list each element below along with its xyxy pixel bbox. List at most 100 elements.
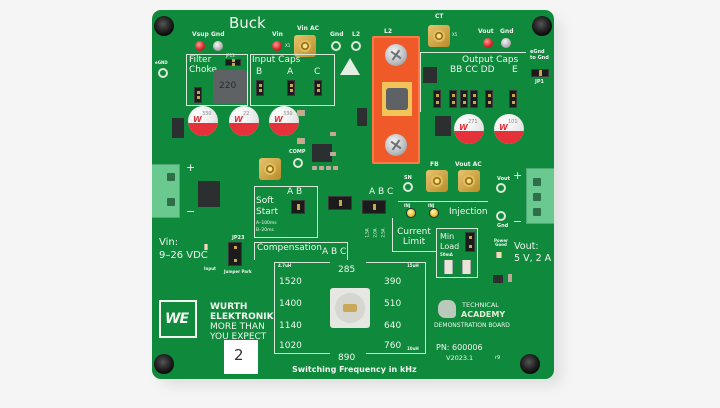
current-limit-jumpers[interactable] [362,200,386,214]
jp4-jumper[interactable] [256,80,264,96]
vin-minus-sign: − [186,205,196,218]
board-revision: r9 [495,355,501,361]
jp14-jumper[interactable] [433,90,441,108]
freq-pos-4: 760 [384,341,402,351]
vsup-testpoint[interactable] [195,41,205,51]
frequency-rotary-switch[interactable] [330,288,370,328]
board-version: V2023.1 [446,354,474,362]
vout-tp[interactable] [496,183,506,193]
vin-testpoint[interactable] [272,41,282,51]
fb-label: FB [430,161,439,168]
compensation-jumpers[interactable] [328,196,352,210]
jp20-jumper[interactable] [485,90,493,108]
academy-line-2: ACADEMY [461,310,506,319]
output-cap-e-letter: E [512,65,518,75]
capacitor-c5: W 330 [269,106,299,136]
vout-terminal-block[interactable] [526,168,554,224]
freq-pos-1: 390 [384,277,402,287]
injection-label: Injection [449,207,488,217]
board-title: Buck [229,14,266,32]
x1-label: X1 [285,43,291,48]
inductance-left: 4.7uH [278,263,292,268]
fb-connector[interactable] [426,170,448,192]
vin-plus-sign: + [186,161,196,174]
cap-value: 22 [243,111,250,117]
min-load-label: Min Load [440,232,460,251]
comp-testpoint[interactable] [293,158,303,168]
egnd-testpoint[interactable] [158,68,168,78]
screw-icon [385,134,407,156]
we-cap-logo: W [274,115,283,124]
freq-pos-5: 890 [338,353,356,363]
smd-resistor [508,274,512,282]
board-number: 2 [234,346,244,364]
board-number-sticker: 2 [224,340,258,374]
input-cap-b-letter: B [256,67,263,77]
smd-cap [297,138,305,144]
smd-resistor [312,166,317,170]
inductance-right-bottom: 10uH [407,346,419,351]
jp13-jumper[interactable] [225,59,241,66]
transistor-q2 [493,275,503,283]
l2-label: L2 [384,28,392,35]
filter-choke-label: Filter Choke [189,55,217,75]
egnd-to-gnd-label: eGnd to Gnd [530,49,549,61]
jp1-jumper[interactable] [531,69,549,77]
gnd-testpoint-3[interactable] [501,38,511,48]
gnd-testpoint-2[interactable] [331,41,341,51]
vout-ac-label: Vout AC [455,161,482,168]
standoff-top-right [532,16,552,36]
cap-value: 271 [468,119,478,125]
freq-pos-9: 1520 [279,277,302,287]
gnd-testpoint-1[interactable] [213,41,223,51]
jp23-label: JP23 [232,235,245,241]
current-value-b: 2.0A [372,228,378,238]
jp15-jumper[interactable] [449,90,457,108]
smd-cap [330,132,336,136]
l2-testpoint[interactable] [351,41,361,51]
vout-tp-label: Vout [497,176,510,182]
sn-testpoint[interactable] [403,182,413,192]
rotary-slot[interactable] [343,304,357,312]
inj-testpoint-1[interactable] [406,208,416,218]
freq-pos-6: 1020 [279,341,302,351]
smd-resistor [319,166,324,170]
gnd-tp-label: Gnd [497,223,509,229]
vout-plus-sign: + [513,169,523,182]
jp25-jumper[interactable] [194,87,202,103]
vin-label: Vin [272,31,283,38]
input-cap-c-letter: C [314,67,321,77]
current-value-c: 2.5A [380,228,386,238]
egnd-label: eGND [155,60,168,65]
soft-start-box [254,186,318,238]
x2-connector[interactable] [259,158,281,180]
ct-connector[interactable] [428,25,450,47]
jp5-jumper[interactable] [287,80,295,96]
filter-choke-box [186,54,248,106]
jp6-jumper[interactable] [314,80,322,96]
jp17-jumper[interactable] [509,90,517,108]
vin-ac-connector[interactable] [294,35,316,57]
jp19-jumper[interactable] [465,232,475,252]
vout-ac-connector[interactable] [458,170,480,192]
jp24-jumper-b[interactable] [470,90,478,108]
vin-spec-value: 9–26 VDC [159,250,208,261]
vout-testpoint[interactable] [483,38,493,48]
cap-value: 330 [202,111,212,117]
esd-warning-icon [340,58,360,75]
jp24-jumper-a[interactable] [460,90,468,108]
inj-label-2: INJ [428,203,435,208]
transformer-t1 [423,67,437,83]
jumper-park[interactable] [228,242,242,266]
terminal-slot [533,178,541,186]
current-limit-letters: A B C [369,187,394,197]
l2-inductor [386,88,408,110]
vin-terminal-block[interactable] [152,164,180,218]
gnd-tp[interactable] [496,211,506,221]
inj-testpoint-2[interactable] [429,208,439,218]
soft-start-jumper[interactable] [291,200,305,214]
inductor-marking: 220 [219,81,237,91]
input-led [204,244,208,250]
smd-resistor [333,166,338,170]
we-cap-logo: W [234,115,243,124]
